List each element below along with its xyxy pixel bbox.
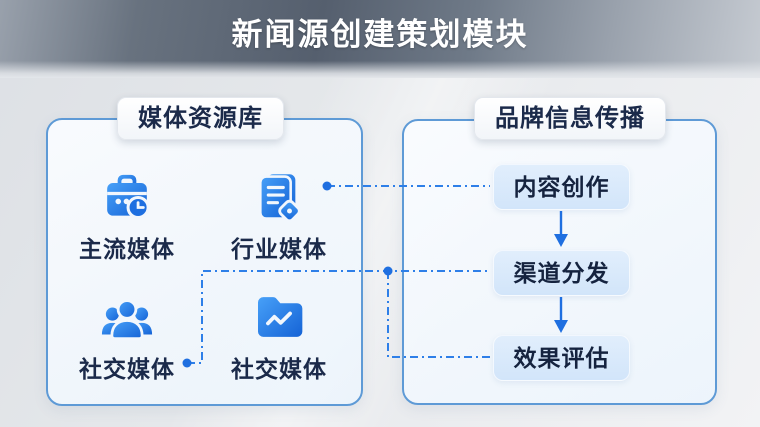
media-item-label: 社交媒体 [79, 356, 175, 382]
media-item-label: 行业媒体 [231, 236, 327, 262]
media-resource-panel-label: 媒体资源库 [117, 97, 284, 140]
briefcase-clock-icon [99, 169, 155, 225]
document-tag-icon [251, 169, 307, 225]
flow-step-content-creation: 内容创作 [493, 164, 630, 210]
arrow-down-icon [553, 210, 569, 248]
media-item-industry: 行业媒体 [209, 169, 349, 264]
media-item-social-folder: 社交媒体 [209, 289, 349, 384]
folder-chart-icon [251, 289, 307, 345]
media-item-label: 社交媒体 [231, 356, 327, 382]
brand-communication-panel: 内容创作 渠道分发 效果评估 [402, 119, 717, 405]
media-item-social-people: 社交媒体 [57, 289, 197, 384]
media-item-label: 主流媒体 [79, 236, 175, 262]
flow-step-channel-distribution: 渠道分发 [493, 250, 630, 296]
brand-communication-panel-label: 品牌信息传播 [474, 97, 666, 140]
media-resource-panel: 主流媒体 行业媒体 [46, 118, 363, 406]
arrow-down-icon [553, 296, 569, 334]
title-banner: 新闻源创建策划模块 [0, 0, 760, 78]
slide-title: 新闻源创建策划模块 [231, 17, 529, 52]
flow-step-effect-evaluation: 效果评估 [493, 335, 630, 381]
people-group-icon [99, 289, 155, 345]
media-item-mainstream: 主流媒体 [57, 169, 197, 264]
